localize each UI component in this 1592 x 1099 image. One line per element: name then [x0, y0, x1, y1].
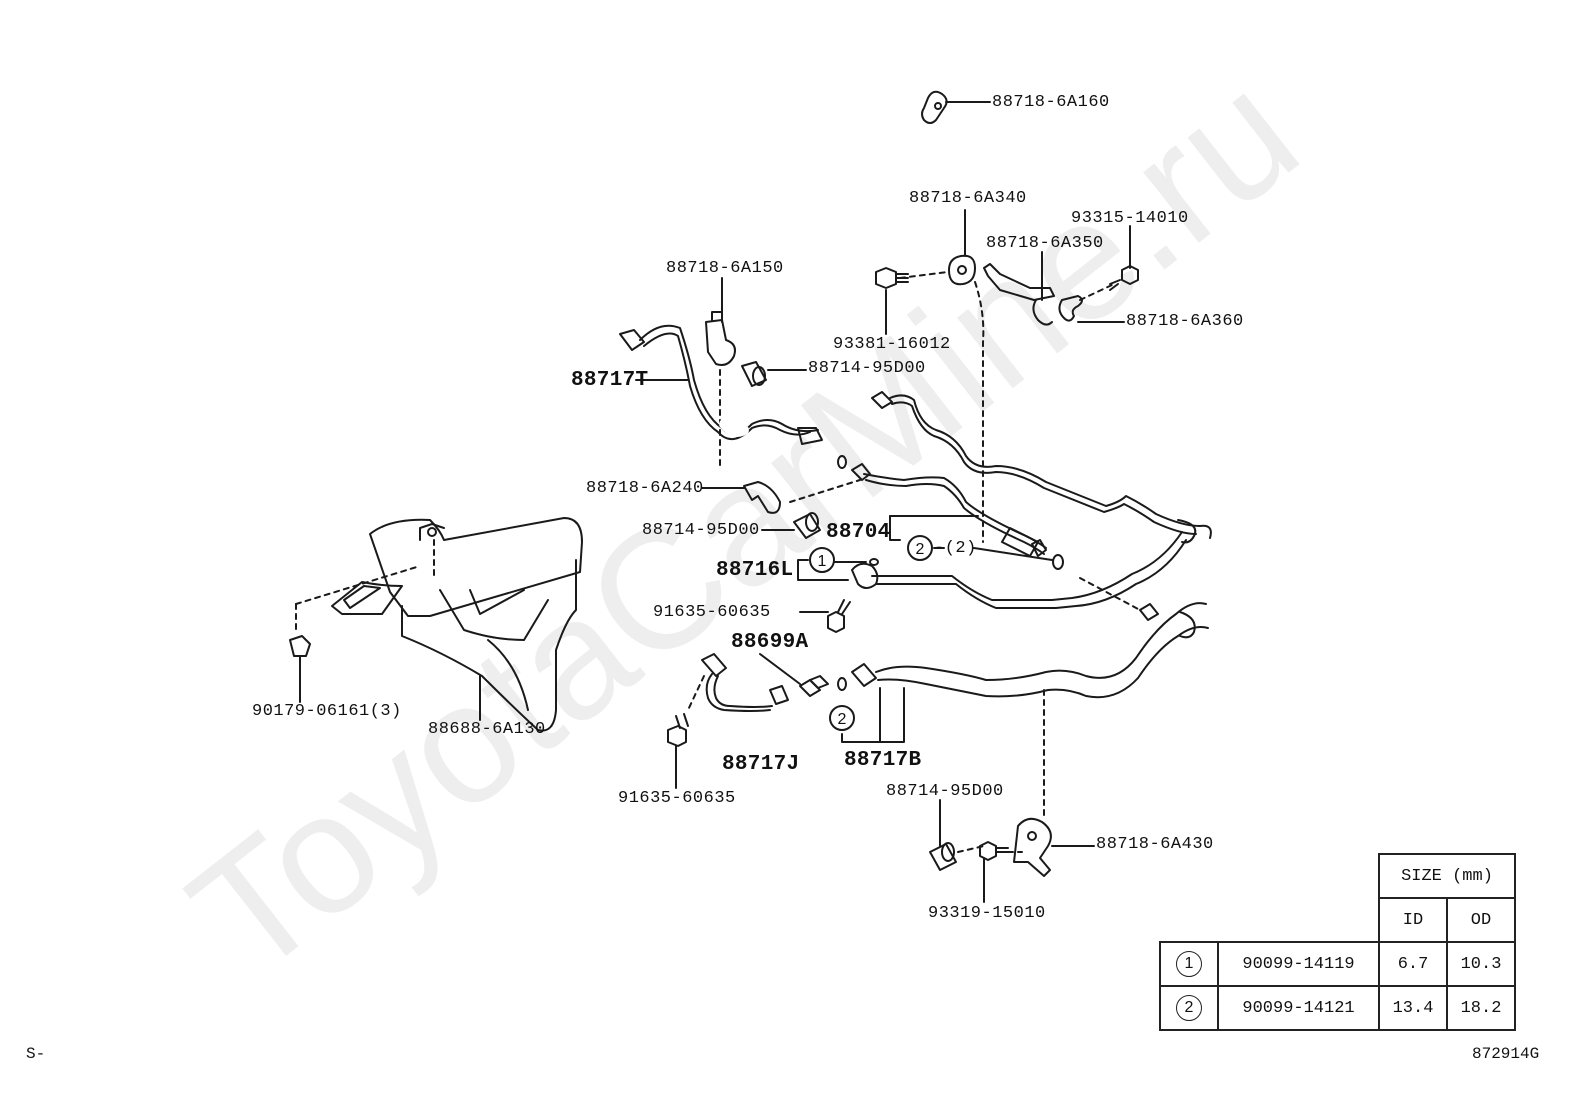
label-callout-2-qty: -(2)	[934, 539, 977, 558]
pipe-88717J-icon	[701, 653, 789, 712]
size-od: 18.2	[1446, 985, 1516, 1031]
label-93319-15010: 93319-15010	[928, 904, 1046, 923]
o-ring-icon	[837, 455, 847, 469]
label-88688-6A130: 88688-6A130	[428, 720, 546, 739]
corner-left-code: S-	[26, 1045, 46, 1063]
ref-circle: 2	[1176, 995, 1202, 1021]
clamp-6A340-icon	[948, 254, 976, 286]
label-88718-6A160: 88718-6A160	[992, 93, 1110, 112]
label-88717J: 88717J	[722, 753, 800, 776]
clip-88716L-icon	[851, 558, 879, 589]
label-88718-6A240: 88718-6A240	[586, 479, 704, 498]
callout-circle-2-lower	[829, 705, 855, 731]
size-od: 10.3	[1446, 941, 1516, 987]
clamp-6A160-icon	[921, 90, 948, 124]
label-88714-95D00-b: 88714-95D00	[642, 521, 760, 540]
o-ring-icon	[1052, 554, 1064, 570]
pipe-upper-icon	[871, 391, 1212, 609]
label-91635-60635-b: 91635-60635	[618, 789, 736, 808]
bracket-6A350-icon	[983, 263, 1055, 326]
clamp-6A240-icon	[743, 481, 781, 514]
bracket-88716L	[797, 559, 849, 581]
bracket-88704	[889, 515, 971, 541]
size-table: SIZE (mm) ID OD 1 90099-14119 6.7 10.3 2…	[1159, 853, 1516, 1031]
dash-88716L	[1079, 577, 1141, 611]
col-id-header: ID	[1378, 897, 1448, 943]
label-88718-6A340: 88718-6A340	[909, 189, 1027, 208]
dash-6A340	[899, 271, 949, 279]
label-88699A: 88699A	[731, 631, 809, 654]
callout-circle-1	[809, 547, 835, 573]
label-88714-95D00-c: 88714-95D00	[886, 782, 1004, 801]
bolt-91635-b-icon	[667, 713, 689, 747]
label-88718-6A350: 88718-6A350	[986, 234, 1104, 253]
bolt-93381-icon	[875, 267, 909, 289]
part-number: 90099-14121	[1217, 985, 1380, 1031]
table-row: 2 90099-14121 13.4 18.2	[1159, 985, 1516, 1031]
callout-text-2: 2	[916, 541, 925, 558]
ref-circle: 1	[1176, 951, 1202, 977]
size-id: 6.7	[1378, 941, 1448, 987]
label-88716L: 88716L	[716, 559, 794, 582]
bracket-88717B	[841, 687, 905, 743]
col-od-header: OD	[1446, 897, 1516, 943]
table-row: 1 90099-14119 6.7 10.3	[1159, 941, 1516, 987]
bracket-6A430-icon	[1013, 817, 1052, 877]
grommet-95D00-c-icon	[929, 842, 957, 871]
fitting-88699A-icon	[799, 675, 829, 697]
duct-88688-6A130-icon	[331, 517, 583, 732]
label-88717T: 88717T	[571, 369, 649, 392]
label-88718-6A360: 88718-6A360	[1126, 312, 1244, 331]
callout-text-1: 1	[818, 553, 827, 570]
bolt-93315-icon	[1109, 265, 1139, 291]
clamp-6A360-icon	[1058, 295, 1083, 322]
dash-6A340-down	[974, 281, 985, 543]
dash-88717J	[687, 675, 705, 711]
grommet-95D00-b-icon	[793, 512, 821, 539]
bolt-93319-icon	[979, 841, 1009, 861]
part-number: 90099-14119	[1217, 941, 1380, 987]
size-id: 13.4	[1378, 985, 1448, 1031]
label-88718-6A430: 88718-6A430	[1096, 835, 1214, 854]
label-93381-16012: 93381-16012	[833, 335, 951, 354]
clip-90179-icon	[289, 635, 311, 657]
label-90179-06161: 90179-06161(3)	[252, 702, 402, 721]
label-88718-6A150: 88718-6A150	[666, 259, 784, 278]
figure-code: 872914G	[1472, 1045, 1540, 1063]
pipe-88717T-icon	[619, 324, 823, 445]
callout-circle-2	[907, 535, 933, 561]
dash-93315	[1079, 283, 1115, 301]
callout-text-2-lower: 2	[838, 711, 847, 728]
label-88717B: 88717B	[844, 749, 922, 772]
label-93315-14010: 93315-14010	[1071, 209, 1189, 228]
clamp-6A150-icon	[705, 311, 736, 366]
dash-88688-a	[295, 565, 421, 605]
dash-6A240	[789, 479, 861, 503]
o-ring-icon	[837, 677, 847, 691]
label-88714-95D00-a: 88714-95D00	[808, 359, 926, 378]
leader-callout2-hose	[973, 547, 1053, 561]
pipe-88717B-icon	[851, 602, 1209, 699]
label-88704: 88704	[826, 521, 891, 544]
bolt-91635-a-icon	[827, 599, 851, 633]
label-91635-60635-a: 91635-60635	[653, 603, 771, 622]
grommet-95D00-a-icon	[741, 361, 767, 387]
leader-88699A	[759, 653, 801, 685]
size-header: SIZE (mm)	[1378, 853, 1516, 899]
